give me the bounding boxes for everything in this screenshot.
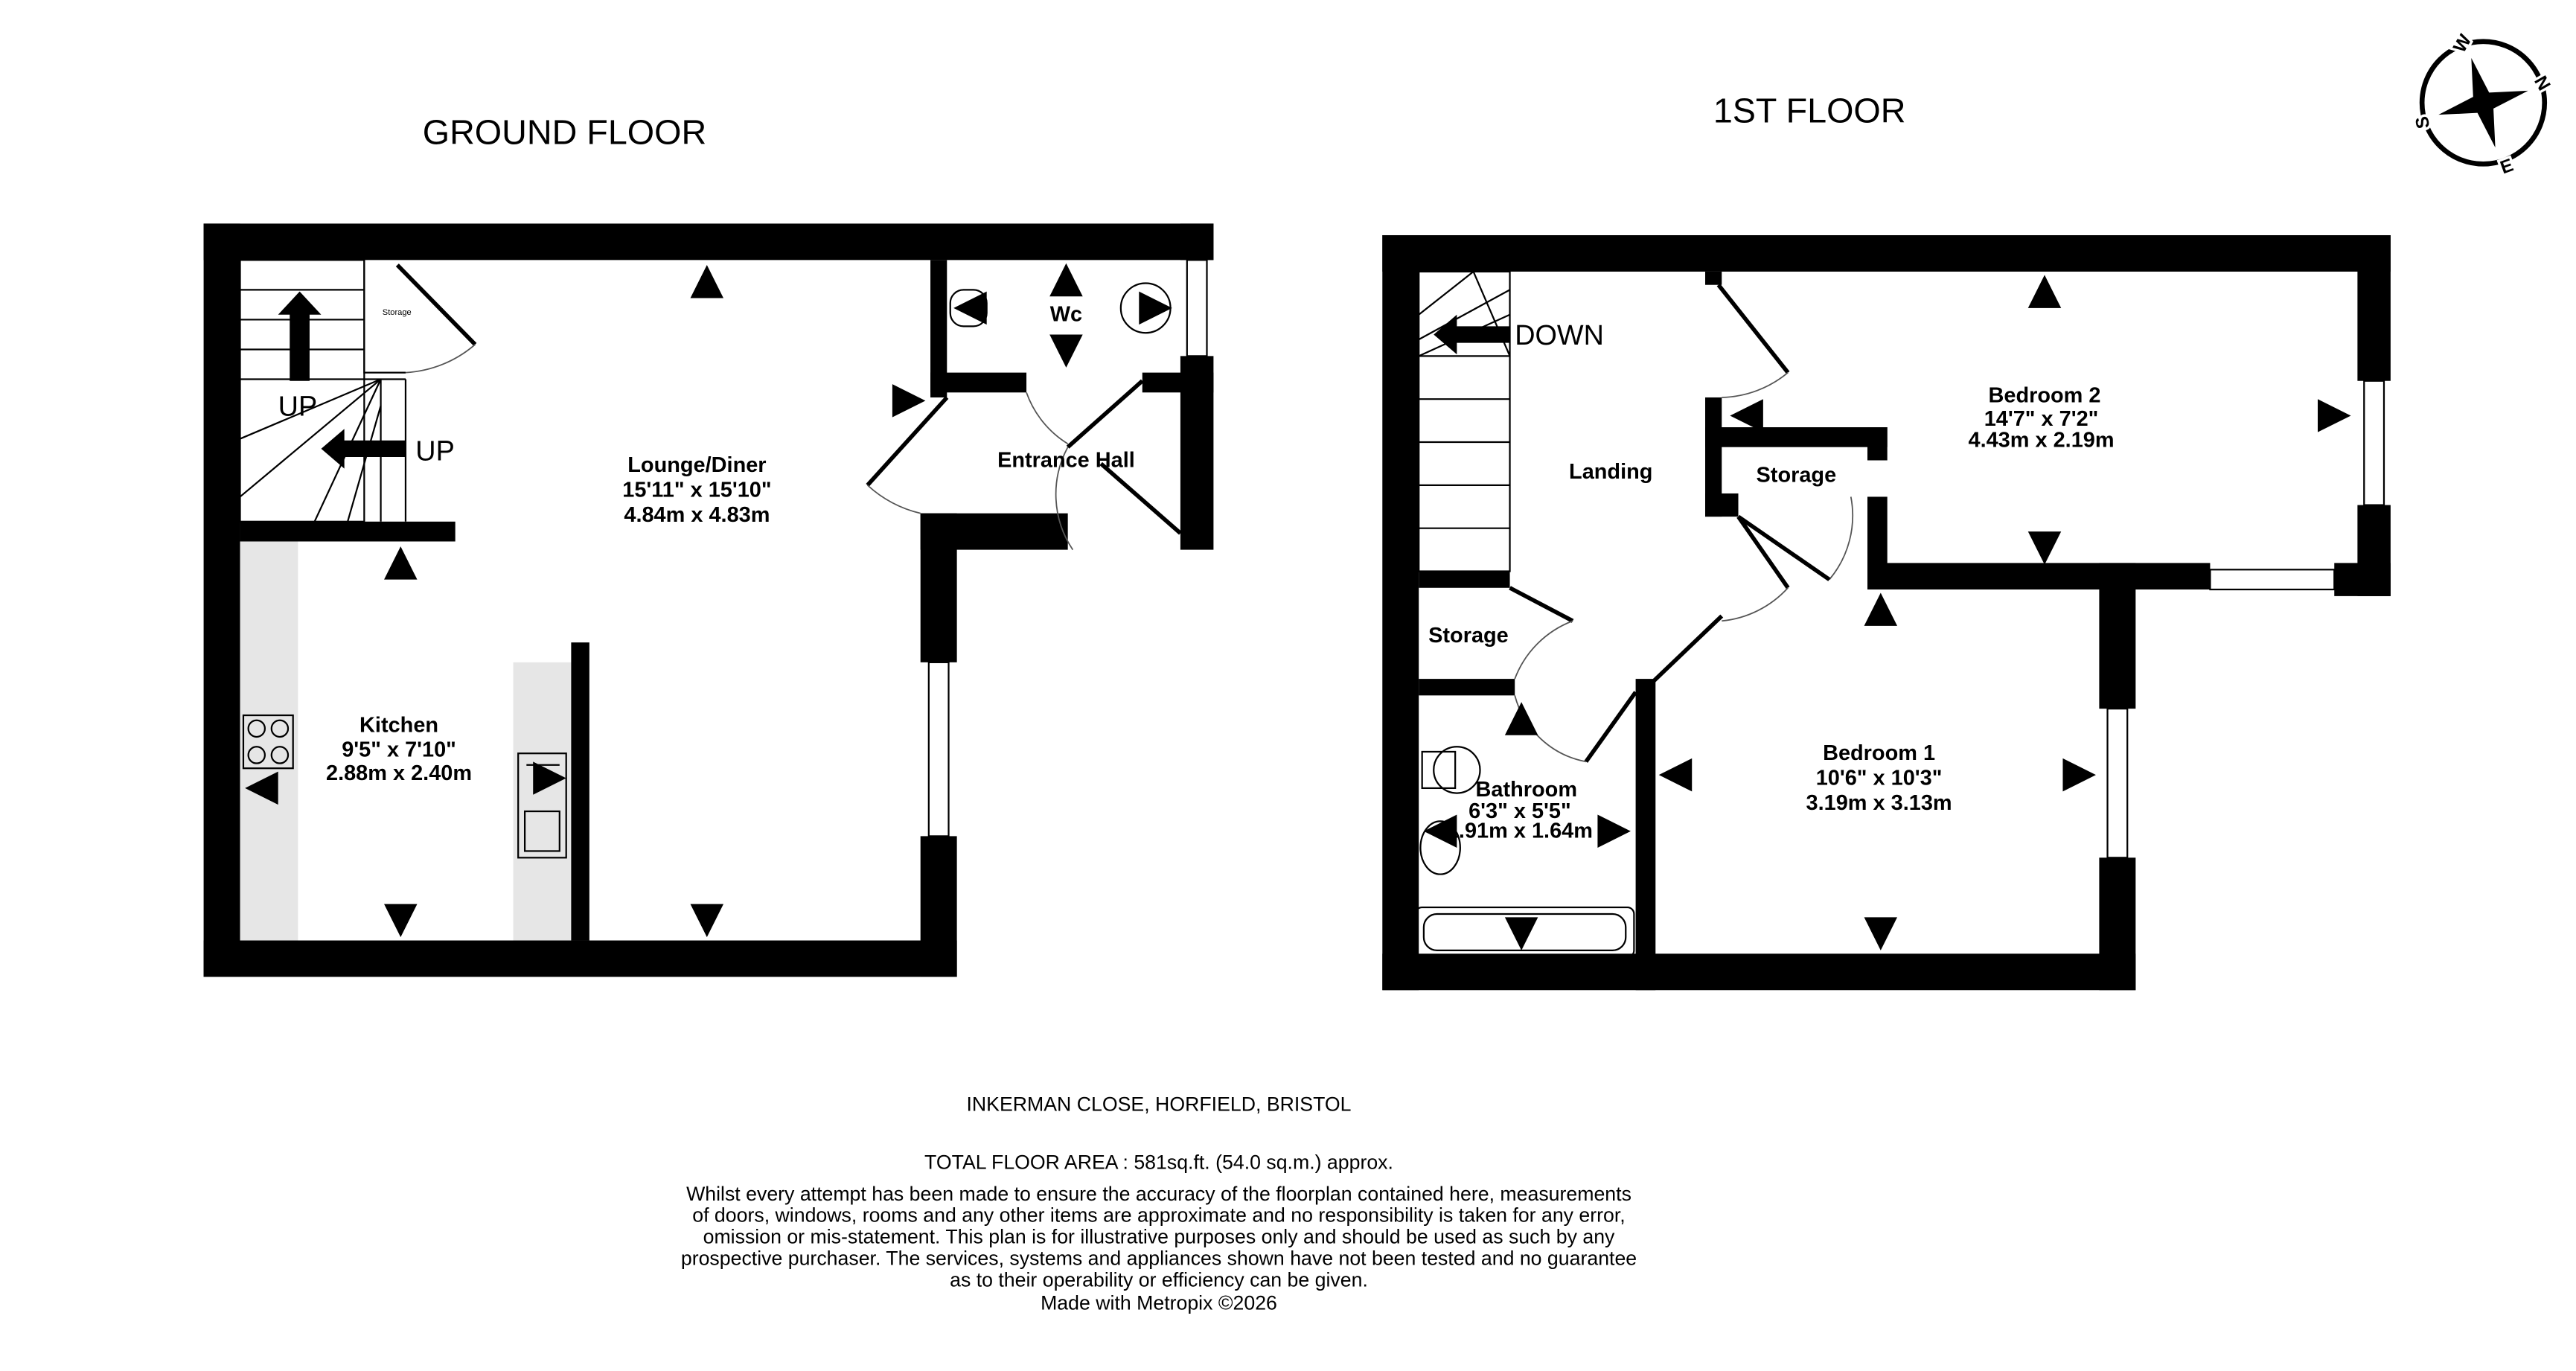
- room-label-storage: Storage: [1757, 463, 1837, 487]
- room-label-bathroom: Bathroom: [1476, 778, 1578, 802]
- total-floor-area: TOTAL FLOOR AREA : 581sq.ft. (54.0 sq.m.…: [924, 1151, 1393, 1173]
- room-label-lounge: Lounge/Diner: [627, 453, 766, 477]
- basin-icon: [1419, 820, 1461, 875]
- kitchen-counter: [513, 662, 572, 941]
- room-dims-metric: 4.84m x 4.83m: [624, 503, 770, 527]
- stair-label: UP: [415, 435, 455, 467]
- room-label-bedroom-2: Bedroom 2: [1989, 384, 2101, 408]
- door: [866, 396, 949, 487]
- walls: [203, 223, 1214, 977]
- stair-arrow-icon: [321, 429, 406, 469]
- compass-label: N: [2530, 73, 2554, 95]
- first-floor-title: 1ST FLOOR: [1713, 92, 1906, 130]
- address: INKERMAN CLOSE, HORFIELD, BRISTOL: [966, 1093, 1351, 1116]
- compass-label: S: [2412, 115, 2434, 130]
- room-label-bedroom-1: Bedroom 1: [1823, 741, 1935, 765]
- room-label-kitchen: Kitchen: [359, 713, 438, 737]
- staircase: [239, 259, 407, 522]
- room-dims-metric: 2.88m x 2.40m: [326, 761, 472, 785]
- hob-icon: [242, 714, 294, 770]
- stair-label: UP: [278, 391, 318, 422]
- door: [1584, 691, 1637, 763]
- ground-floor-plan: GROUND FLOOR: [203, 113, 1214, 977]
- dimension-arrows: [245, 263, 1172, 938]
- room-label-landing: Landing: [1569, 460, 1652, 484]
- disclaimer-line: as to their operability or efficiency ca…: [950, 1268, 1368, 1291]
- room-dims-imperial: 14'7" x 7'2": [1984, 407, 2099, 431]
- window: [927, 661, 950, 837]
- compass-label: W: [2449, 31, 2476, 56]
- door: [1716, 283, 1790, 374]
- room-label-storage: Storage: [383, 308, 412, 317]
- stair-arrow-icon: [1434, 314, 1510, 355]
- door: [1509, 586, 1574, 623]
- door: [1736, 515, 1790, 589]
- room-dims-imperial: 9'5" x 7'10": [342, 738, 456, 762]
- kitchen-counter: [240, 541, 298, 941]
- dimension-arrows: [1423, 275, 2351, 950]
- room-dims-metric: 1.91m x 1.64m: [1447, 819, 1593, 843]
- room-label-wc: Wc: [1050, 303, 1082, 327]
- stair-arrow-icon: [278, 291, 322, 381]
- compass-icon: W N S E: [2409, 28, 2556, 181]
- staircase: [1418, 270, 1511, 572]
- room-dims-imperial: 6'3" x 5'5": [1468, 799, 1571, 823]
- walls: [1382, 234, 2391, 991]
- disclaimer-line: prospective purchaser. The services, sys…: [681, 1247, 1637, 1270]
- room-label-storage: Storage: [1428, 624, 1509, 648]
- credit: Made with Metropix ©2026: [1041, 1292, 1277, 1314]
- room-dims-imperial: 15'11" x 15'10": [622, 478, 771, 502]
- ground-floor-title: GROUND FLOOR: [423, 113, 706, 152]
- footer: INKERMAN CLOSE, HORFIELD, BRISTOL TOTAL …: [681, 1093, 1637, 1314]
- room-dims-imperial: 10'6" x 10'3": [1816, 766, 1943, 790]
- stair-label: DOWN: [1515, 320, 1604, 351]
- window: [2106, 708, 2129, 859]
- window: [1186, 259, 1208, 357]
- window: [2363, 380, 2385, 506]
- door: [1066, 379, 1144, 449]
- door: [1646, 614, 1724, 689]
- disclaimer-line: of doors, windows, rooms and any other i…: [692, 1204, 1625, 1227]
- room-dims-metric: 3.19m x 3.13m: [1806, 791, 1952, 815]
- window: [2209, 569, 2336, 591]
- room-label-entrance-hall: Entrance Hall: [997, 448, 1135, 472]
- sink-icon: [517, 752, 567, 859]
- toilet-icon: [1421, 746, 1481, 794]
- disclaimer-line: omission or mis-statement. This plan is …: [703, 1226, 1615, 1248]
- room-dims-metric: 4.43m x 2.19m: [1969, 429, 2115, 453]
- first-floor-plan: 1ST FLOOR: [1382, 92, 2391, 991]
- door: [1099, 461, 1182, 535]
- disclaimer-line: Whilst every attempt has been made to en…: [686, 1183, 1631, 1205]
- bath-icon: [1414, 906, 1635, 958]
